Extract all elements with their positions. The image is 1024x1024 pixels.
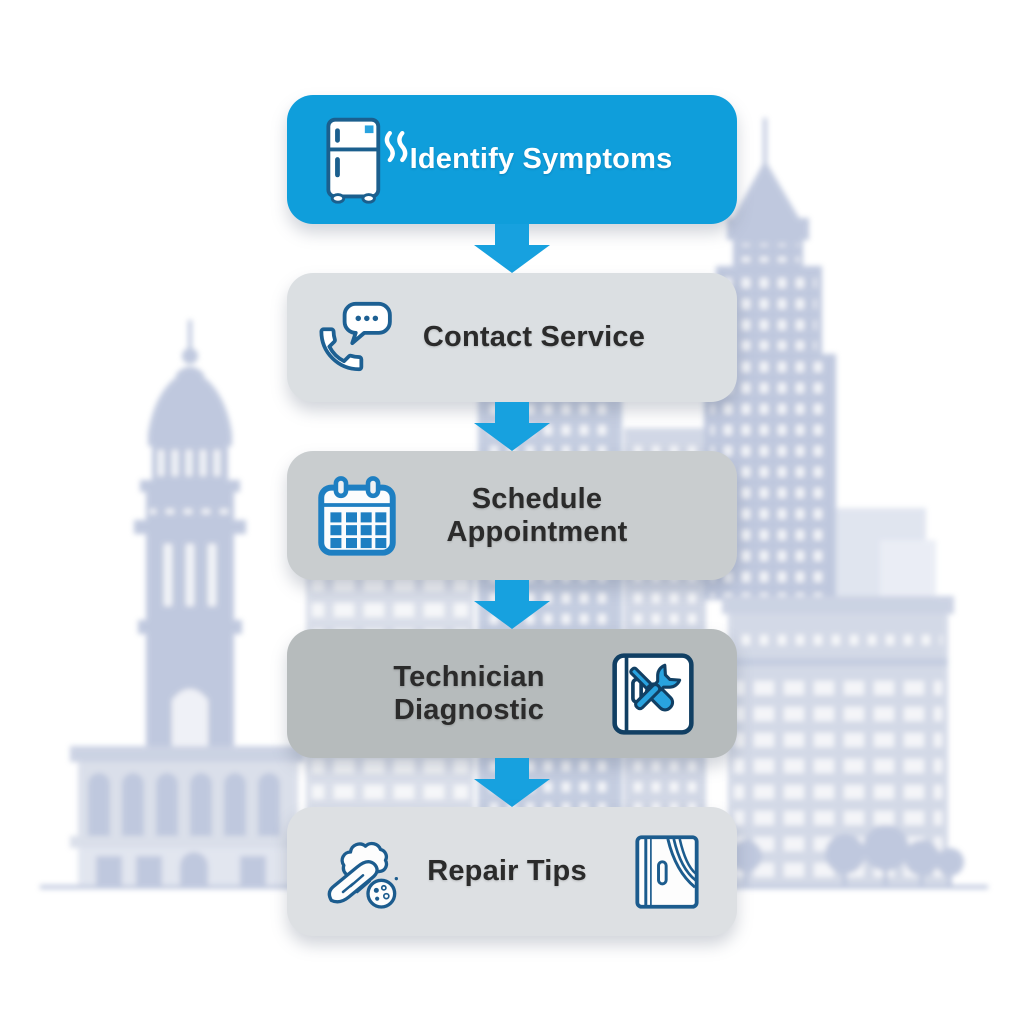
fridge-door-icon (633, 833, 701, 911)
step-label: Technician Diagnostic (393, 661, 545, 726)
step-label: Contact Service (422, 321, 646, 354)
step-technician-diagnostic: Technician Diagnostic (287, 629, 737, 758)
down-arrow-icon (474, 580, 550, 629)
step-label: Repair Tips (427, 855, 587, 888)
step-label: Schedule Appointment (446, 483, 628, 548)
step-label: Identify Symptoms (409, 143, 673, 176)
down-arrow-icon (474, 402, 550, 451)
down-arrow-icon (474, 224, 550, 273)
calendar-icon (313, 472, 401, 560)
step-contact-service: Contact Service (287, 273, 737, 402)
step-identify-symptoms: Identify Symptoms (287, 95, 737, 224)
flow-connector (287, 224, 737, 273)
flow-connector (287, 580, 737, 629)
repair-tools-icon (611, 652, 695, 736)
step-schedule-appointment: Schedule Appointment (287, 451, 737, 580)
down-arrow-icon (474, 758, 550, 807)
step-repair-tips: Repair Tips (287, 807, 737, 936)
refrigerator-steam-icon (313, 113, 409, 207)
service-flowchart: Identify Symptoms Contact Service (287, 95, 737, 936)
flow-connector (287, 402, 737, 451)
phone-chat-icon (313, 297, 395, 379)
hand-cleaning-icon (323, 832, 403, 912)
flow-connector (287, 758, 737, 807)
